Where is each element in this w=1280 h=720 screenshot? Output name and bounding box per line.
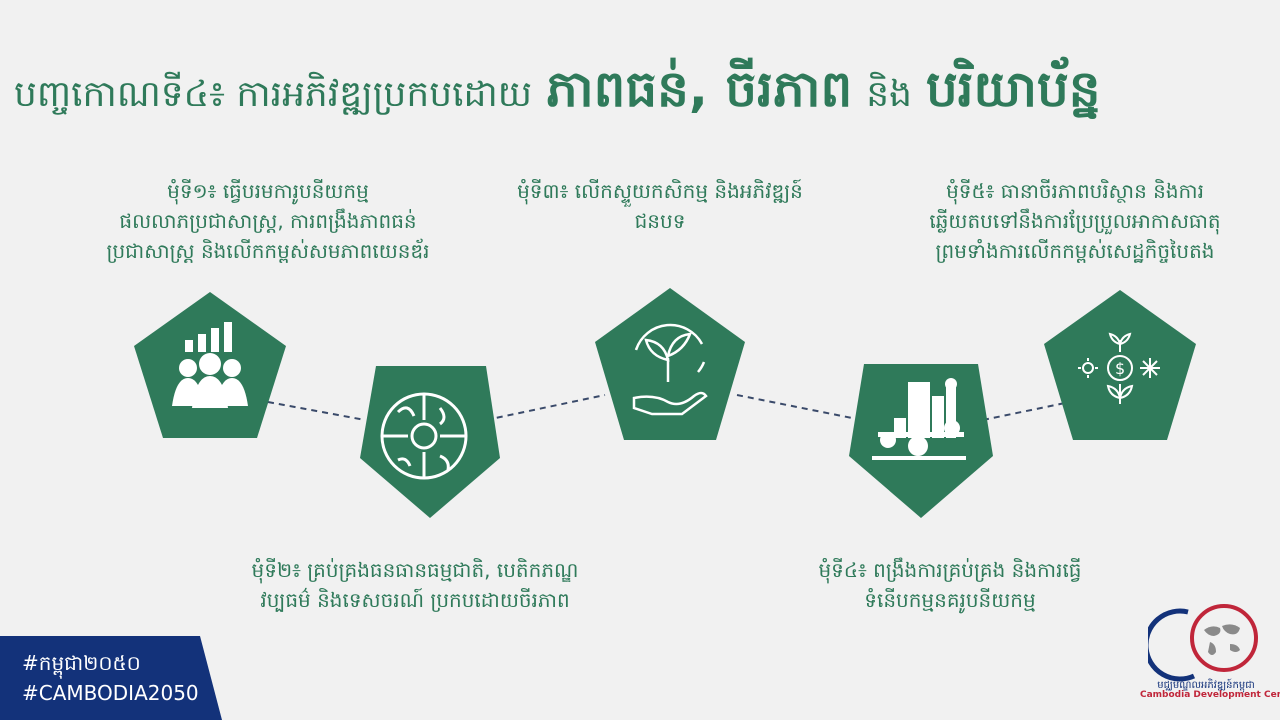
cdc-logo bbox=[1148, 604, 1258, 682]
pentagon-goal1 bbox=[134, 292, 286, 438]
hashtag-banner: #កម្ពុជា២០៥០ #CAMBODIA2050 bbox=[0, 636, 222, 720]
title-word-inclusiveness: បរិយាប័ន្ន bbox=[925, 60, 1101, 118]
hashtag-english: #CAMBODIA2050 bbox=[22, 681, 199, 705]
world-map-icon bbox=[1204, 624, 1240, 655]
pentagon-goal3 bbox=[595, 288, 745, 440]
goal-5-text: មុំទី៥៖ ធានាចីរភាពបរិស្ថាន និងការ ឆ្លើយត… bbox=[885, 176, 1265, 266]
goal-1-line-3: ប្រជាសាស្រ្ត និងលើកកម្ពស់សមភាពយេនឌ័រ bbox=[106, 239, 430, 263]
goal-4-line-2: ទំនើបកម្មនគរូបនីយកម្ម bbox=[864, 588, 1036, 612]
goal-1-line-1: មុំទី១៖ ធ្វើបរមការូបនីយកម្ម bbox=[167, 179, 369, 203]
page-title: បញ្ចកោណទី៤៖ ការអភិវឌ្ឍប្រកបដោយ ភាពធន់, ច… bbox=[14, 58, 1264, 128]
people-growth-chart-icon bbox=[172, 322, 248, 408]
goal-4-line-1: មុំទី៤៖ ពង្រឹងការគ្រប់គ្រង និងការធ្វើ bbox=[818, 558, 1082, 582]
pentagon-goal5 bbox=[1044, 290, 1196, 440]
connector-4-5 bbox=[982, 402, 1066, 421]
svg-text:$: $ bbox=[1115, 359, 1125, 378]
pentagon-goal2 bbox=[360, 366, 500, 518]
connector-1-2 bbox=[267, 401, 366, 421]
logo-caption-english: Cambodia Development Center bbox=[1140, 690, 1280, 700]
title-connector: និង bbox=[866, 74, 912, 115]
natural-resources-cycle-icon bbox=[380, 392, 468, 480]
goal-3-line-2: ជនបទ bbox=[634, 209, 686, 233]
title-prefix: បញ្ចកោណទី៤៖ ការអភិវឌ្ឍប្រកបដោយ bbox=[14, 74, 533, 115]
sun-dollar-snowflake-plant-icon: $ bbox=[1078, 332, 1160, 404]
goal-5-line-1: មុំទី៥៖ ធានាចីរភាពបរិស្ថាន និងការ bbox=[946, 179, 1204, 203]
pentagon-goal4 bbox=[849, 364, 993, 518]
goal-4-text: មុំទី៤៖ ពង្រឹងការគ្រប់គ្រង និងការធ្វើ ទំ… bbox=[760, 555, 1140, 615]
logo-blue-arc bbox=[1148, 608, 1196, 682]
goal-2-line-1: មុំទី២៖ គ្រប់គ្រងធនធានធម្មជាតិ, បេតិកភណ្… bbox=[251, 558, 579, 582]
connector-3-4 bbox=[736, 394, 853, 419]
connector-2-3 bbox=[485, 394, 606, 421]
goal-5-line-3: ព្រមទាំងការលើកកម្ពស់សេដ្ឋកិច្ចបៃតង bbox=[935, 239, 1215, 263]
goal-3-line-1: មុំទី៣៖ លើកស្ទួយកសិកម្ម និងអភិវឌ្ឍន៍ bbox=[517, 179, 803, 203]
goal-5-line-2: ឆ្លើយតបទៅនឹងការប្រែប្រួលអាកាសធាតុ bbox=[929, 209, 1221, 233]
logo-caption-khmer: មជ្ឈមណ្ឌលអភិវឌ្ឍន៍កម្ពុជា bbox=[1157, 680, 1255, 691]
logo-red-ring bbox=[1190, 604, 1258, 672]
city-buildings-icon bbox=[872, 378, 966, 460]
goal-2-text: មុំទី២៖ គ្រប់គ្រងធនធានធម្មជាតិ, បេតិកភណ្… bbox=[190, 555, 640, 615]
goal-1-text: មុំទី១៖ ធ្វើបរមការូបនីយកម្ម ផលលាភប្រជាសា… bbox=[78, 176, 458, 266]
title-word-resilience-sustainability: ភាពធន់, ចីរភាព bbox=[546, 60, 853, 118]
goal-2-line-2: វប្បធម៌ និងទេសចរណ៍ ប្រកបដោយចីរភាព bbox=[260, 588, 570, 612]
goal-3-text: មុំទី៣៖ លើកស្ទួយកសិកម្ម និងអភិវឌ្ឍន៍ ជនប… bbox=[470, 176, 850, 236]
hashtag-khmer: #កម្ពុជា២០៥០ bbox=[22, 651, 141, 675]
goal-1-line-2: ផលលាភប្រជាសាស្រ្ត, ការពង្រឹងភាពធន់ bbox=[119, 209, 417, 233]
hand-holding-plant-icon bbox=[632, 323, 708, 416]
